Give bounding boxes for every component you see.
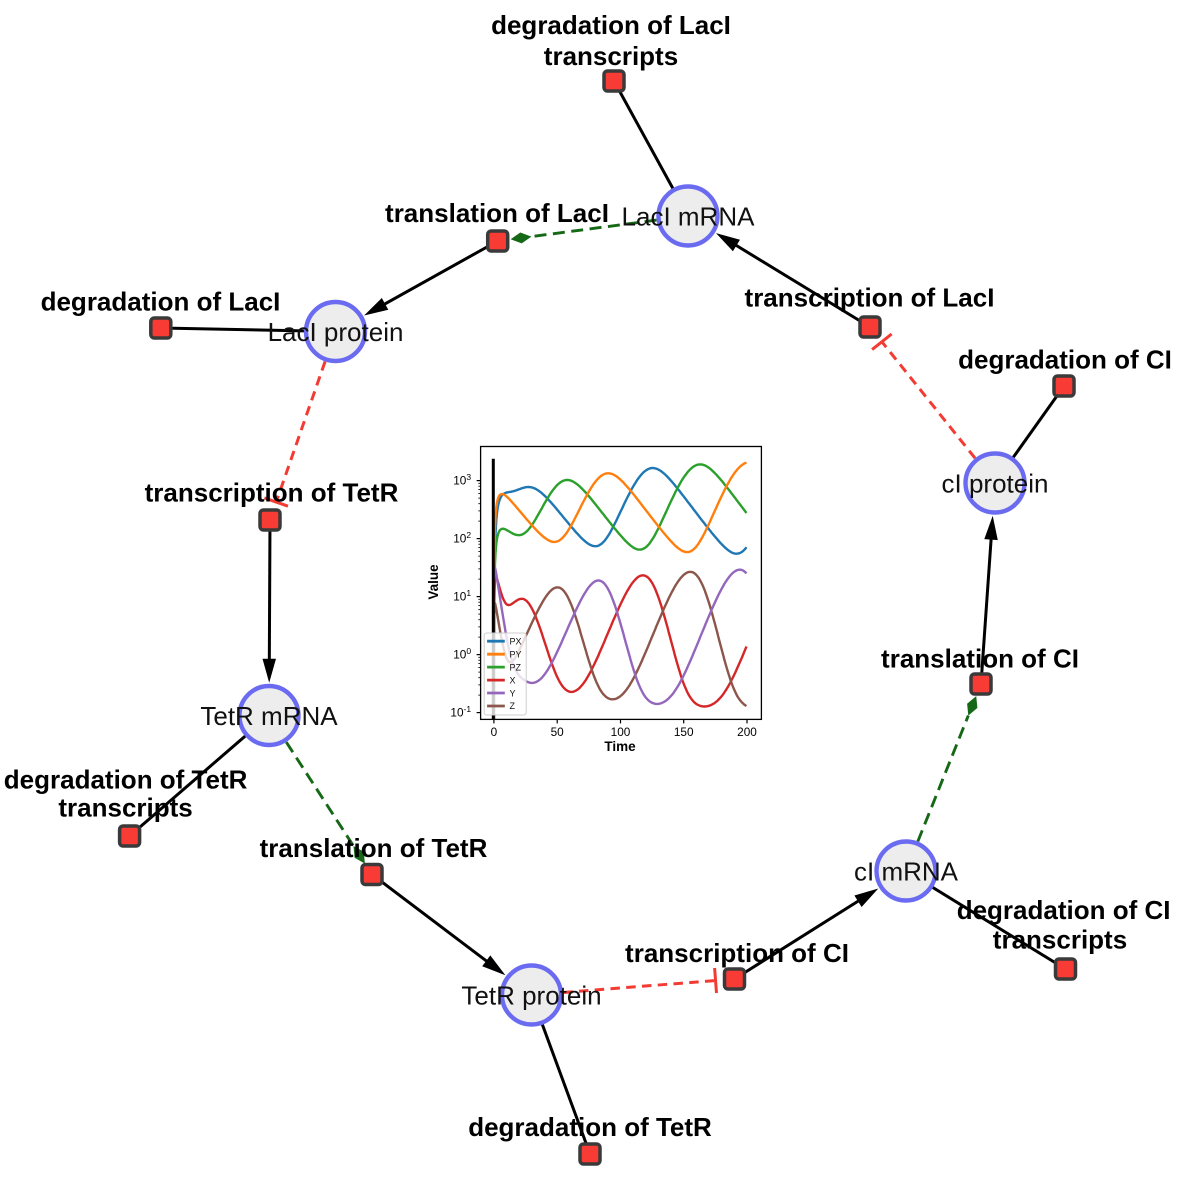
svg-text:10-1: 10-1 xyxy=(450,704,471,720)
svg-text:cI mRNA: cI mRNA xyxy=(854,856,959,886)
svg-text:150: 150 xyxy=(674,725,694,739)
svg-text:50: 50 xyxy=(551,725,565,739)
svg-text:103: 103 xyxy=(453,472,471,488)
svg-text:degradation of LacI: degradation of LacI xyxy=(41,286,281,316)
svg-text:TetR mRNA: TetR mRNA xyxy=(200,701,338,731)
svg-text:0: 0 xyxy=(491,725,498,739)
svg-text:degradation of CI: degradation of CI xyxy=(957,895,1171,925)
svg-text:cI protein: cI protein xyxy=(942,468,1049,498)
svg-text:200: 200 xyxy=(737,725,757,739)
svg-text:PZ: PZ xyxy=(510,662,522,672)
svg-text:translation of LacI: translation of LacI xyxy=(385,198,609,228)
svg-text:degradation of LacI: degradation of LacI xyxy=(491,10,731,40)
svg-text:Y: Y xyxy=(510,688,516,698)
svg-text:TetR protein: TetR protein xyxy=(461,980,601,1010)
svg-text:transcription of LacI: transcription of LacI xyxy=(745,282,995,312)
svg-text:transcription of CI: transcription of CI xyxy=(625,938,849,968)
svg-text:transcripts: transcripts xyxy=(58,793,192,823)
svg-text:101: 101 xyxy=(453,588,471,604)
svg-text:transcripts: transcripts xyxy=(544,41,678,71)
svg-text:degradation of CI: degradation of CI xyxy=(958,344,1172,374)
svg-text:LacI mRNA: LacI mRNA xyxy=(622,201,756,231)
svg-text:degradation of TetR: degradation of TetR xyxy=(4,765,248,795)
svg-text:transcripts: transcripts xyxy=(993,925,1127,955)
svg-text:LacI protein: LacI protein xyxy=(268,317,404,347)
svg-text:100: 100 xyxy=(611,725,631,739)
svg-text:translation of CI: translation of CI xyxy=(881,644,1079,674)
svg-text:Time: Time xyxy=(604,739,636,754)
svg-text:X: X xyxy=(510,675,516,685)
svg-text:PY: PY xyxy=(510,650,522,660)
svg-text:PX: PX xyxy=(510,637,522,647)
svg-text:Value: Value xyxy=(426,564,441,600)
svg-text:102: 102 xyxy=(453,530,471,546)
svg-text:degradation of TetR: degradation of TetR xyxy=(468,1112,712,1142)
svg-text:translation of TetR: translation of TetR xyxy=(260,833,488,863)
svg-text:100: 100 xyxy=(453,646,471,662)
svg-text:Z: Z xyxy=(510,701,516,711)
svg-text:transcription of TetR: transcription of TetR xyxy=(145,477,399,507)
